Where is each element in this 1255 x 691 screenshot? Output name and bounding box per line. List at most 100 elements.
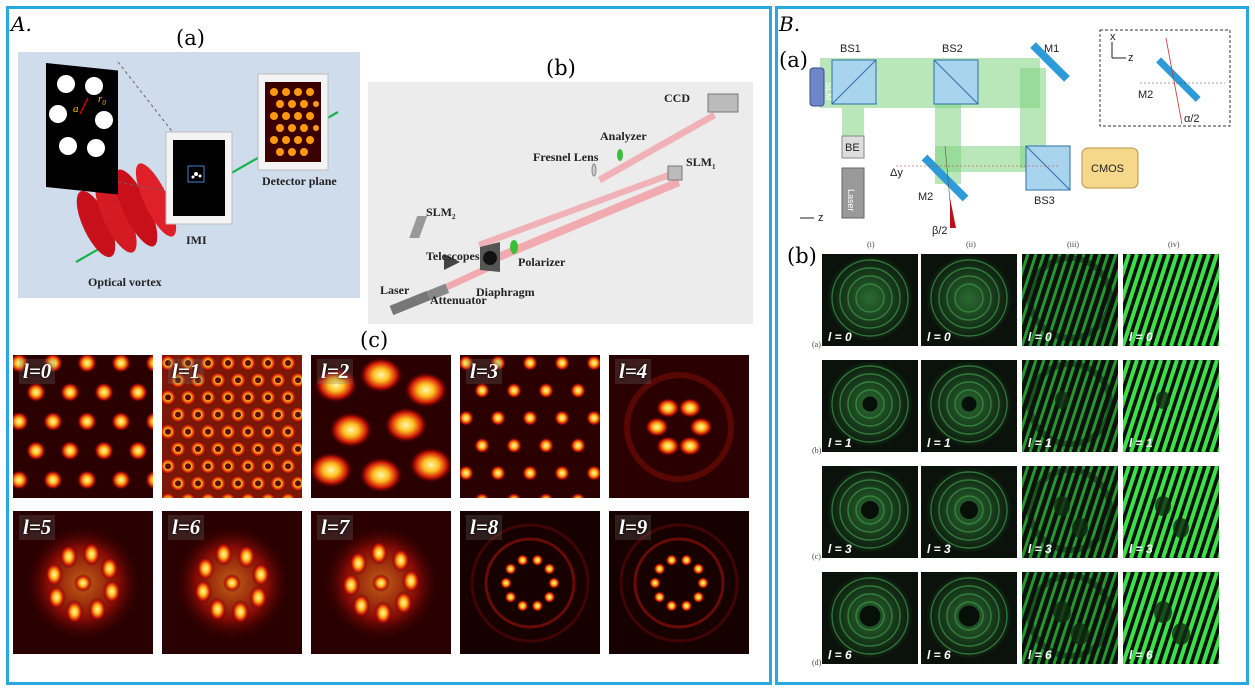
panel-a-label: A.	[11, 12, 32, 36]
interference-tile: l = 1	[1123, 360, 1219, 452]
tile-l-label: l=3	[466, 359, 503, 384]
ccd-label: CCD	[664, 91, 690, 105]
beta-label: β/2	[932, 225, 948, 237]
tile-l-label: l = 0	[828, 330, 852, 344]
tile-l-label: l = 3	[1129, 542, 1153, 556]
analyzer-label: Analyzer	[600, 129, 647, 143]
dy-label: Δy	[890, 167, 903, 179]
panel-b-label: B.	[779, 12, 801, 36]
column-label: (i)	[867, 240, 875, 249]
inset-axis-z-label: z	[1128, 52, 1134, 64]
tile-l-label: l = 6	[828, 648, 852, 662]
column-label: (iii)	[1067, 240, 1079, 249]
panel-b-sub-a-label: (a)	[779, 48, 808, 72]
panel-a	[6, 6, 772, 685]
bs2-label: BS2	[942, 43, 963, 55]
tile-l-label: l = 6	[1028, 648, 1052, 662]
laser-source-icon	[841, 167, 865, 219]
detector-plane-label: Detector plane	[262, 174, 337, 188]
heatmap-tile: l=7	[311, 511, 451, 654]
heatmap-tile: l=9	[609, 511, 749, 654]
interference-tile: l = 0	[921, 254, 1017, 346]
interference-tile: l = 3	[1123, 466, 1219, 558]
heatmap-tile: l=3	[460, 355, 600, 498]
fresnel-lens-icon	[591, 163, 597, 177]
inset-m2-icon	[1156, 57, 1201, 102]
tile-l-label: l=0	[19, 359, 56, 384]
axis-z-label: z	[818, 212, 824, 224]
column-label: (ii)	[966, 240, 976, 249]
aperture-a-label: a	[73, 103, 79, 115]
slm1-icon	[667, 165, 683, 181]
interference-tile: l = 6	[1022, 572, 1118, 664]
tile-l-label: l=8	[466, 515, 503, 540]
optical-vortex-label: Optical vortex	[88, 275, 162, 289]
m1-label: M1	[1044, 43, 1059, 55]
laser-icon	[389, 290, 431, 316]
tile-l-label: l = 3	[1028, 542, 1052, 556]
tile-l-label: l = 1	[828, 436, 852, 450]
tile-l-label: l = 1	[927, 436, 951, 450]
optical-setup-diagram: CCD Analyzer Fresnel Lens SLM1 SLM2 Tele…	[368, 82, 753, 324]
imi-schematic: a r0 IMI Detector plane Optical vortex	[18, 52, 360, 298]
tile-l-label: l = 1	[1028, 436, 1052, 450]
tile-l-label: l=4	[615, 359, 652, 384]
panel-a-sub-b-label: (b)	[546, 56, 576, 80]
m1-icon	[1030, 42, 1070, 82]
heatmap-tile: l=5	[13, 511, 153, 654]
tile-l-label: l = 6	[1129, 648, 1153, 662]
interference-tile: l = 0	[822, 254, 918, 346]
slm2-label: SLM2	[426, 205, 456, 221]
heatmap-tile: l=0	[13, 355, 153, 498]
column-label: (iv)	[1168, 240, 1180, 249]
slm-label: SLM	[824, 82, 834, 101]
tile-l-label: l=7	[317, 515, 354, 540]
interference-tile: l = 3	[822, 466, 918, 558]
tile-l-label: l = 0	[1028, 330, 1052, 344]
polarizer-label: Polarizer	[518, 255, 566, 269]
interference-tile: l = 0	[1022, 254, 1118, 346]
analyzer-icon	[617, 149, 623, 161]
telescopes-label: Telescopes	[426, 249, 480, 263]
cmos-label: CMOS	[1091, 163, 1124, 175]
slm1-label: SLM1	[686, 155, 716, 171]
laser-source-label: Laser	[846, 189, 856, 212]
interference-tile: l = 6	[1123, 572, 1219, 664]
interference-tile: l = 1	[921, 360, 1017, 452]
bs1-label: BS1	[840, 43, 861, 55]
heatmap-tile: l=1	[162, 355, 302, 498]
inset-m2-label: M2	[1138, 89, 1153, 101]
mirror-inset	[1099, 29, 1231, 127]
diaphragm-label: Diaphragm	[476, 285, 535, 299]
slm-icon	[809, 67, 825, 107]
imi-label: IMI	[186, 233, 207, 247]
inset-axis-x-label: x	[1110, 31, 1116, 43]
panel-b-sub-b-label: (b)	[787, 244, 817, 268]
tile-l-label: l=2	[317, 359, 354, 384]
panel-b	[775, 6, 1249, 685]
attenuator-icon	[426, 283, 450, 301]
row-label: (a)	[812, 340, 821, 349]
row-label: (d)	[812, 658, 822, 667]
interference-tile: l = 3	[921, 466, 1017, 558]
interferometer-diagram: SLM BS1 BS2 BS3 M1 M2 β/2 Δy CMOS BE Las…	[800, 29, 1231, 237]
heatmap-tile: l=6	[162, 511, 302, 654]
heatmap-tile: l=2	[311, 355, 451, 498]
interference-tile: l = 0	[1123, 254, 1219, 346]
attenuator-label: Attenuator	[430, 293, 487, 307]
fresnel-label: Fresnel Lens	[533, 150, 599, 164]
bs3-label: BS3	[1034, 195, 1055, 207]
cmos-icon	[1081, 147, 1139, 189]
tile-l-label: l = 3	[828, 542, 852, 556]
ccd-icon	[707, 93, 739, 113]
heatmap-tile: l=8	[460, 511, 600, 654]
interference-tile: l = 1	[822, 360, 918, 452]
tile-l-label: l=5	[19, 515, 56, 540]
tile-l-label: l=9	[615, 515, 652, 540]
tile-l-label: l = 0	[1129, 330, 1153, 344]
interference-tile: l = 6	[822, 572, 918, 664]
tile-l-label: l=1	[168, 359, 205, 384]
interference-tile: l = 1	[1022, 360, 1118, 452]
panel-a-sub-a-label: (a)	[176, 26, 205, 50]
row-label: (b)	[812, 446, 822, 455]
